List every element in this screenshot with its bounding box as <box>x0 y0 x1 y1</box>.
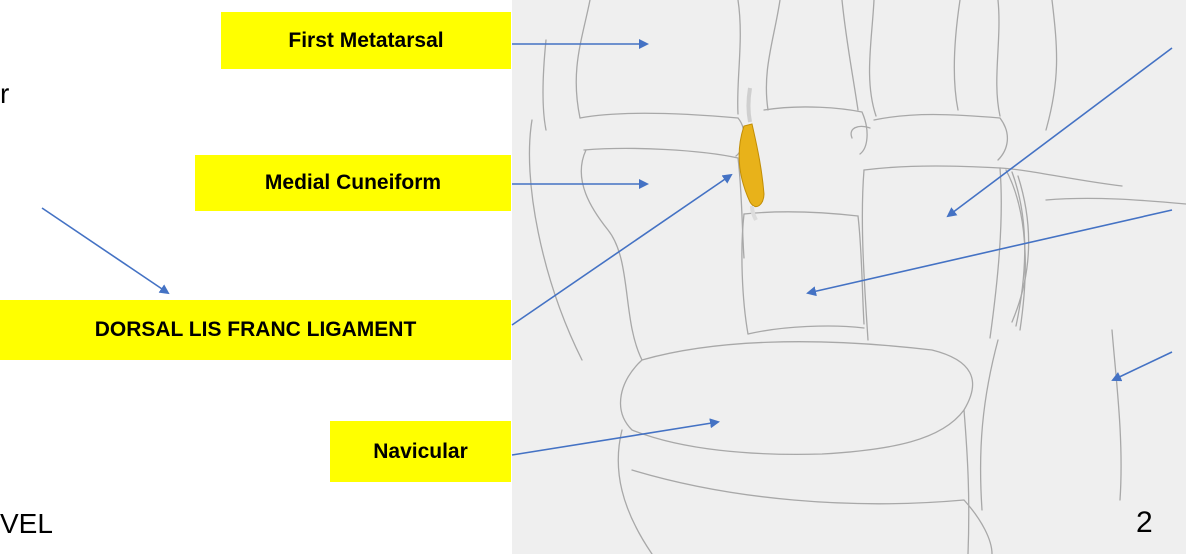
label-dorsal-lisfranc-ligament: DORSAL LIS FRANC LIGAMENT <box>0 300 511 360</box>
cropped-text-fragment-top: r <box>0 78 9 110</box>
label-navicular: Navicular <box>330 421 511 482</box>
cropped-text-fragment-bottom: VEL <box>0 508 53 540</box>
label-first-metatarsal: First Metatarsal <box>221 12 511 69</box>
slide-number: 2 <box>1136 506 1153 540</box>
arrow-left-diagonal <box>42 208 168 293</box>
sketch-background <box>512 0 1186 554</box>
foot-bones-sketch <box>512 0 1186 554</box>
label-medial-cuneiform: Medial Cuneiform <box>195 155 511 211</box>
